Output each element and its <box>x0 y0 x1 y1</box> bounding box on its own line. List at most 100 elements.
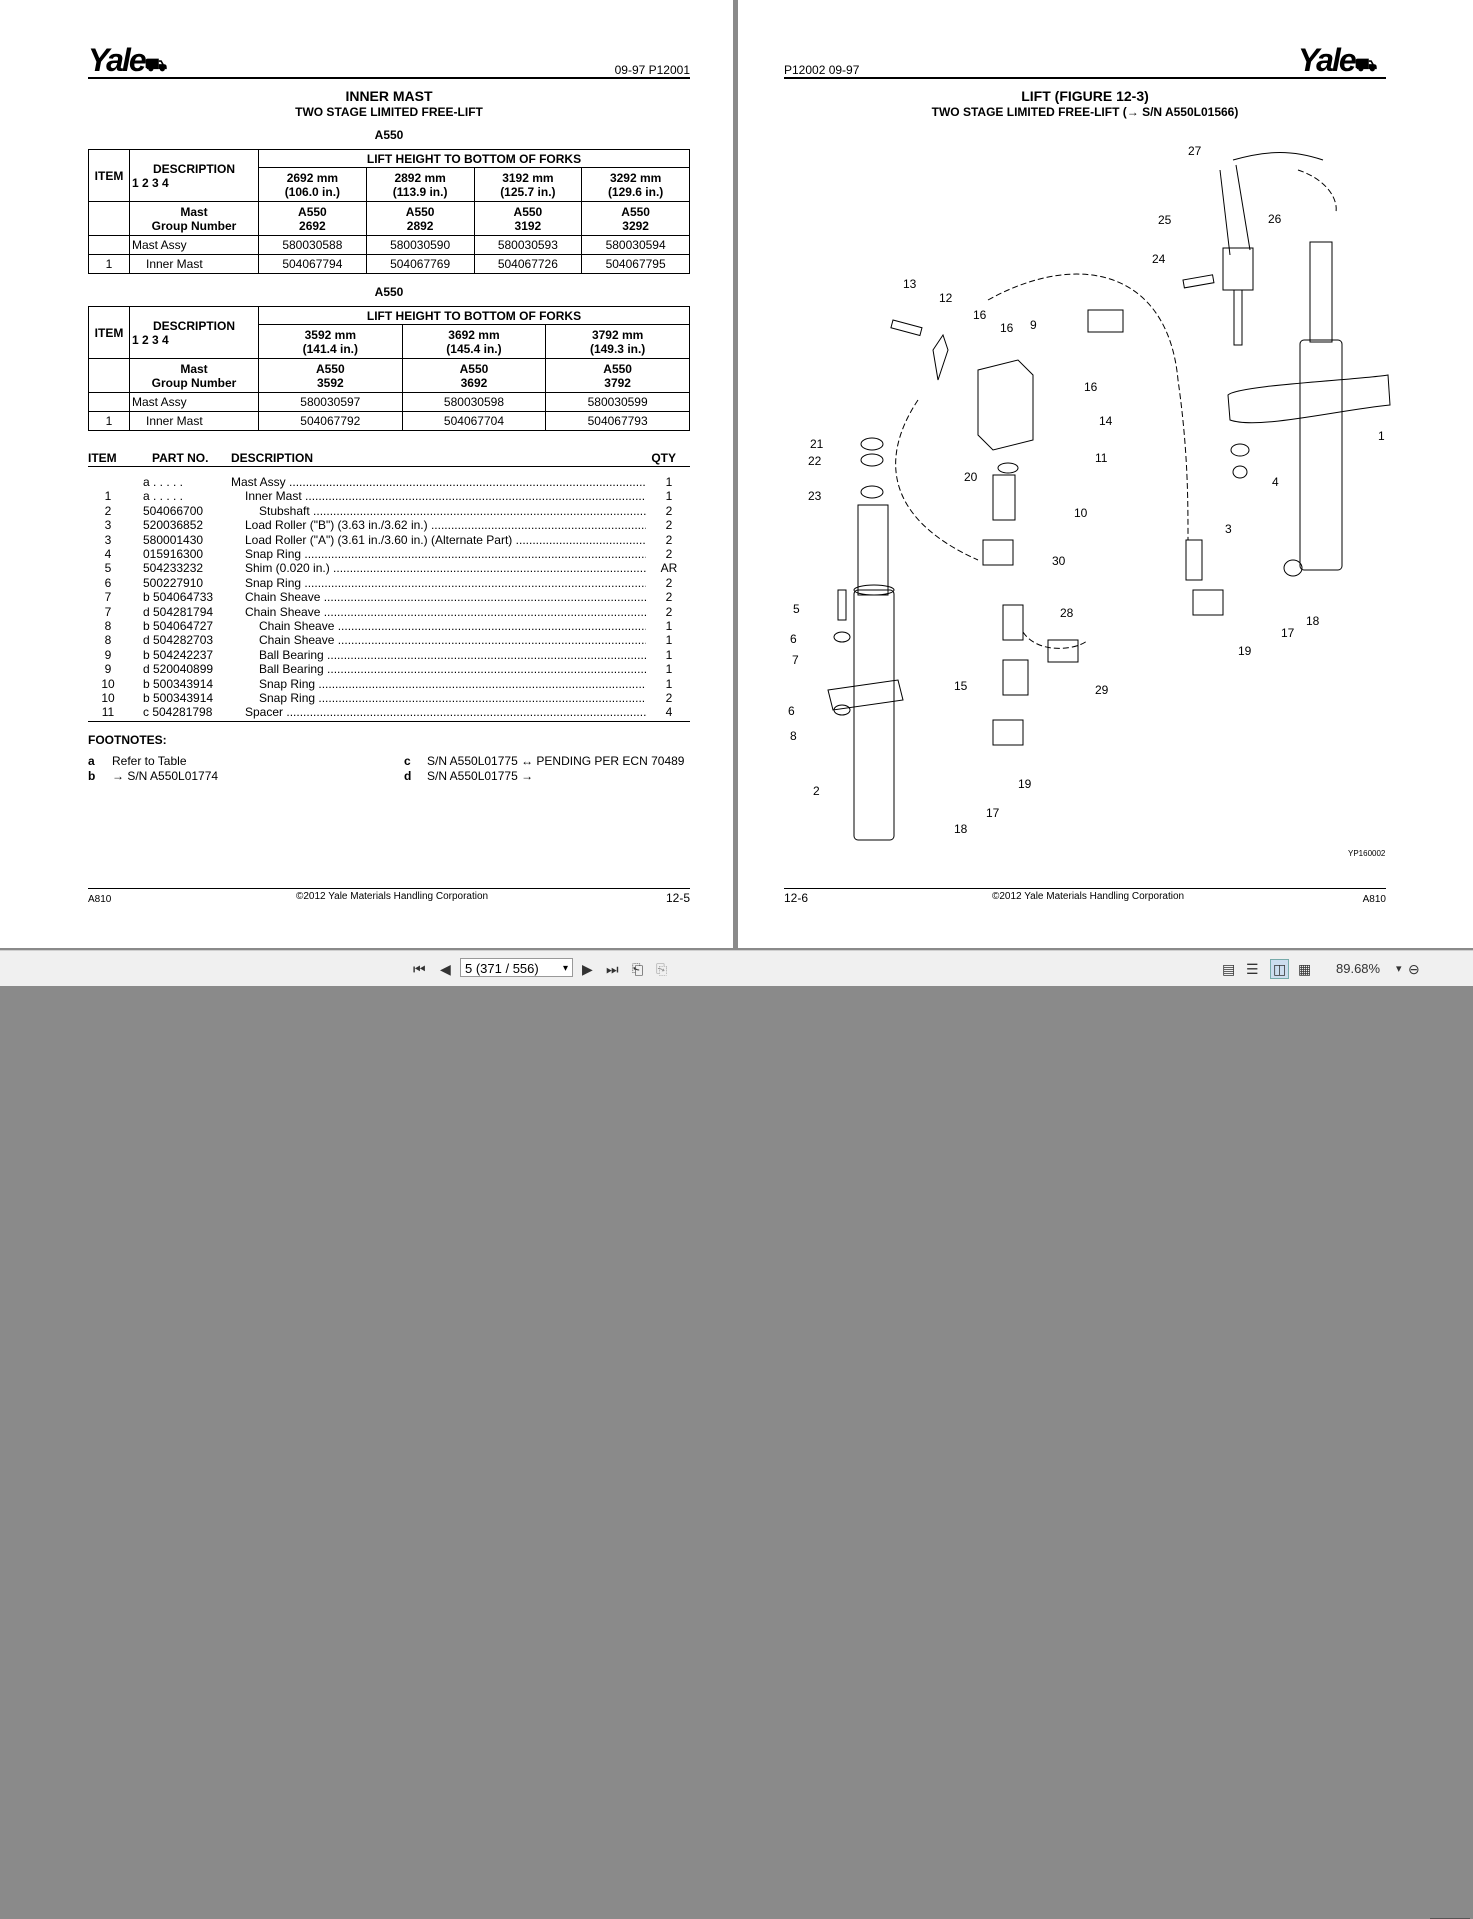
part-qty: 1 <box>665 647 673 662</box>
item-header: ITEM <box>88 149 130 202</box>
part-description: Chain Sheave ...........................… <box>259 633 646 648</box>
forklift-icon: ⛟ <box>144 55 168 75</box>
parts-description-header: DESCRIPTION <box>231 451 314 465</box>
fitting <box>992 474 1016 521</box>
fitting <box>982 539 1014 566</box>
part-description: Load Roller ("A") (3.61 in./3.60 in.) (A… <box>245 532 646 547</box>
callout-number: 17 <box>1281 626 1295 640</box>
sheave-bracket <box>827 679 904 711</box>
part-item: 3 <box>104 518 112 533</box>
part-item: 8 <box>104 619 112 633</box>
zoom-dropdown-icon[interactable]: ▾ <box>1396 963 1402 975</box>
right-mast-rod <box>1309 241 1333 343</box>
part-description: Stubshaft ..............................… <box>259 503 646 518</box>
part-number: a . . . . . <box>143 475 184 489</box>
callout-number: 8 <box>790 729 797 743</box>
part-item: 9 <box>104 647 112 662</box>
hose-line <box>987 273 1189 541</box>
hose-clamp <box>932 333 949 381</box>
figure-id: YP160002 <box>1348 849 1386 858</box>
height-cell: 3292 mm(129.6 in.) <box>581 167 690 202</box>
part-description: Chain Sheave ...........................… <box>245 604 646 619</box>
first-page-button[interactable]: ⏮ <box>413 961 426 977</box>
callout-number: 19 <box>1018 777 1032 791</box>
page-number-input[interactable]: 5 (371 / 556)▾ <box>460 958 573 977</box>
callout-number: 17 <box>986 806 1000 820</box>
last-page-button[interactable]: ⏭ <box>606 961 619 977</box>
snap-ring <box>1230 443 1250 457</box>
lift-height-table-1: ITEM DESCRIPTION 1 2 3 4 LIFT HEIGHT TO … <box>88 149 690 274</box>
callout-number: 13 <box>903 277 917 291</box>
parts-item-header: ITEM <box>88 451 117 465</box>
part-qty: 2 <box>665 604 673 619</box>
snap-ring <box>833 704 851 716</box>
description-levels: 1 2 3 4 <box>132 175 169 190</box>
part-number: b 500343914 <box>143 676 214 691</box>
height-cell: 3592 mm(141.4 in.) <box>258 324 403 359</box>
forklift-icon: ⛟ <box>1354 55 1378 75</box>
previous-page-button[interactable]: ◀ <box>440 961 451 977</box>
part-number: d 504281794 <box>143 604 214 619</box>
description-label: DESCRIPTION <box>152 161 235 176</box>
part-item: 9 <box>104 662 112 677</box>
part-item: 1 <box>104 489 112 504</box>
part-qty: 1 <box>665 676 673 691</box>
inner-mast-cylinder <box>853 589 895 841</box>
parts-qty-header: QTY <box>651 451 676 465</box>
next-page-button[interactable]: ▶ <box>582 961 593 977</box>
footer-copyright: ©2012 Yale Materials Handling Corporatio… <box>296 891 489 902</box>
zoom-out-icon[interactable]: ⊖ <box>1408 961 1420 977</box>
figure-title: LIFT (FIGURE 12-3) <box>1021 88 1149 104</box>
callout-number: 9 <box>1030 318 1037 332</box>
height-cell: 2692 mm(106.0 in.) <box>258 167 367 202</box>
parts-partno-header: PART NO. <box>152 451 209 465</box>
footer-rule <box>88 888 690 889</box>
callout-number: 11 <box>1095 451 1108 465</box>
zoom-level[interactable]: 89.68% <box>1336 961 1381 976</box>
part-qty: 1 <box>665 619 673 633</box>
parts-list-header: ITEM PART NO. DESCRIPTION QTY <box>88 448 690 467</box>
snap-ring <box>860 437 884 451</box>
hose-line <box>1297 169 1337 213</box>
chevron-down-icon[interactable]: ▾ <box>562 963 568 974</box>
callout-number: 1 <box>1378 429 1385 443</box>
lift-height-table-2: ITEM DESCRIPTION 1 2 3 4 LIFT HEIGHT TO … <box>88 306 690 431</box>
next-view-icon[interactable]: ⎘ <box>656 961 668 977</box>
footer-page-number: 12-6 <box>784 891 809 905</box>
footer-copyright: ©2012 Yale Materials Handling Corporatio… <box>992 891 1185 902</box>
description-header: DESCRIPTION 1 2 3 4 <box>129 306 259 359</box>
footnotes-title: FOOTNOTES: <box>88 733 167 747</box>
previous-view-icon[interactable]: ⎗ <box>632 961 644 977</box>
part-number: a . . . . . <box>143 489 184 504</box>
facing-view-icon[interactable]: ◫ <box>1270 959 1290 979</box>
fitting <box>1185 539 1203 581</box>
part-number: d 520040899 <box>143 662 214 677</box>
part-number: 504233232 <box>143 561 204 576</box>
continuous-facing-view-icon[interactable]: ▦ <box>1298 961 1312 977</box>
continuous-view-icon[interactable]: ☰ <box>1246 961 1259 977</box>
single-page-view-icon[interactable]: ▤ <box>1222 961 1236 977</box>
part-item: 10 <box>101 691 115 705</box>
snap-ring <box>860 453 884 467</box>
footer-rule <box>784 888 1386 889</box>
part-item: 6 <box>104 575 112 590</box>
part-item: 5 <box>104 561 112 576</box>
part-number: b 504064733 <box>143 590 214 605</box>
yale-logo: Yale⛟ <box>88 44 168 76</box>
footer-page-number: 12-5 <box>665 891 690 905</box>
nut <box>1232 465 1248 479</box>
part-number: 500227910 <box>143 575 204 590</box>
callout-number: 19 <box>1238 644 1252 658</box>
part-qty: 2 <box>665 691 673 705</box>
elbow-fitting <box>992 719 1024 746</box>
description-levels: 1 2 3 4 <box>132 332 169 347</box>
callout-number: 4 <box>1272 475 1279 489</box>
